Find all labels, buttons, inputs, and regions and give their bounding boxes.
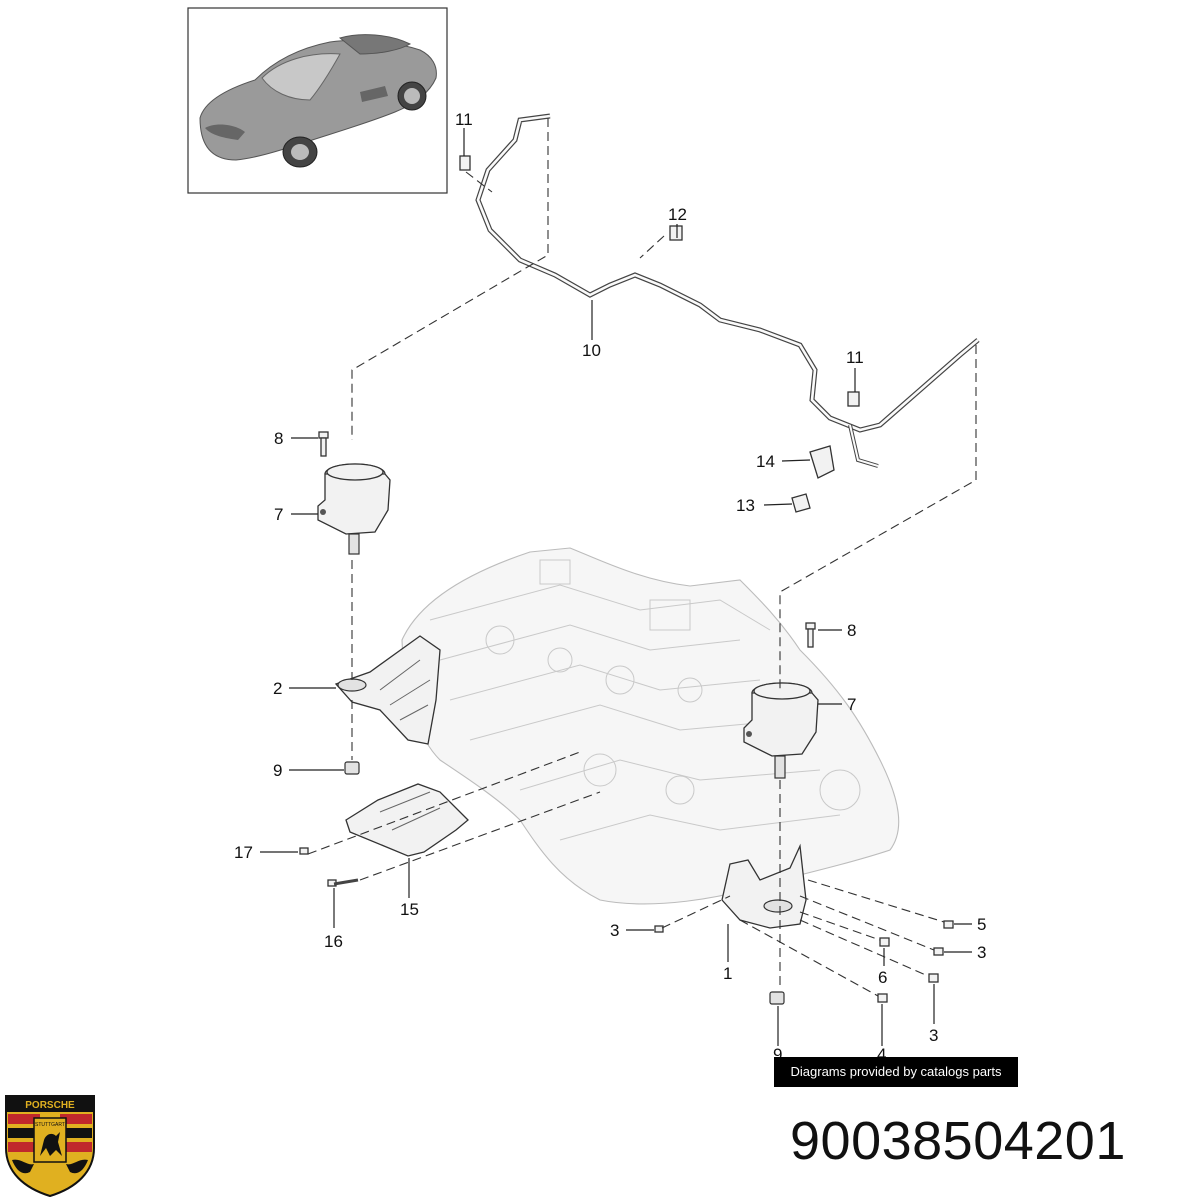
bolt-16: [327, 878, 359, 887]
bolt-3-left: [654, 925, 664, 933]
callout-1: 1: [723, 964, 732, 983]
bolt-8-left: [318, 431, 329, 457]
part-number: 90038504201: [790, 1111, 1126, 1171]
callout-8-left: 8: [274, 429, 283, 448]
leader-lines: [260, 128, 972, 1046]
bolt-5: [943, 920, 954, 929]
callout-4: 4: [877, 1045, 886, 1064]
callout-10: 10: [582, 341, 601, 360]
callout-7-right: 7: [847, 695, 856, 714]
bolt-3-low: [928, 973, 939, 983]
callout-6: 6: [878, 968, 887, 987]
car-illustration: [199, 34, 437, 168]
callout-numbers: 11 12 10 11 14 13 8 7 8 7 2 9 17 15 16 3…: [234, 110, 986, 1064]
nut-9-left: [344, 761, 360, 775]
engine-mount-7-right: [743, 682, 819, 779]
crest-city-text: STUTTGART: [35, 1122, 65, 1128]
callout-9-left: 9: [273, 761, 282, 780]
callout-12: 12: [668, 205, 687, 224]
bracket-2: [334, 635, 441, 745]
callout-3-left: 3: [610, 921, 619, 940]
bolt-3-mid: [933, 947, 944, 956]
bracket-14: [809, 445, 835, 479]
bracket-1: [721, 843, 807, 929]
pipe-assembly-10: [475, 113, 980, 468]
engine-mount-7-left: [317, 463, 391, 555]
clip-11-right: [847, 391, 860, 407]
crest-brand-text: PORSCHE: [25, 1100, 75, 1111]
porsche-crest-logo: PORSCHE STUTTGART: [5, 1095, 95, 1198]
callout-15: 15: [400, 900, 419, 919]
clip-11-top: [459, 155, 471, 171]
clip-12: [669, 225, 683, 241]
callout-2: 2: [273, 679, 282, 698]
callout-8-right: 8: [847, 621, 856, 640]
engine-block: [401, 547, 900, 905]
callout-3-mid: 3: [977, 943, 986, 962]
callout-11-top: 11: [455, 110, 473, 129]
horse-icon: [40, 1132, 62, 1156]
callout-14: 14: [756, 452, 775, 471]
callout-17: 17: [234, 843, 253, 862]
watermark-banner: Diagrams provided by catalogs parts: [774, 1057, 1018, 1087]
vehicle-inset: [187, 7, 448, 194]
callout-13: 13: [736, 496, 755, 515]
clamp-13: [791, 493, 811, 513]
bolt-8-right: [805, 622, 816, 648]
nut-9-right: [769, 991, 785, 1005]
assembly-lines: [307, 118, 977, 997]
bolt-17: [299, 847, 309, 855]
callout-5: 5: [977, 915, 986, 934]
callout-16: 16: [324, 932, 343, 951]
callout-9-right: 9: [773, 1045, 782, 1064]
bolt-4: [877, 993, 888, 1003]
callout-11-right: 11: [846, 348, 864, 367]
bracket-15: [345, 783, 469, 857]
callout-7-left: 7: [274, 505, 283, 524]
bolt-6: [879, 937, 890, 947]
callout-3-low: 3: [929, 1026, 938, 1045]
